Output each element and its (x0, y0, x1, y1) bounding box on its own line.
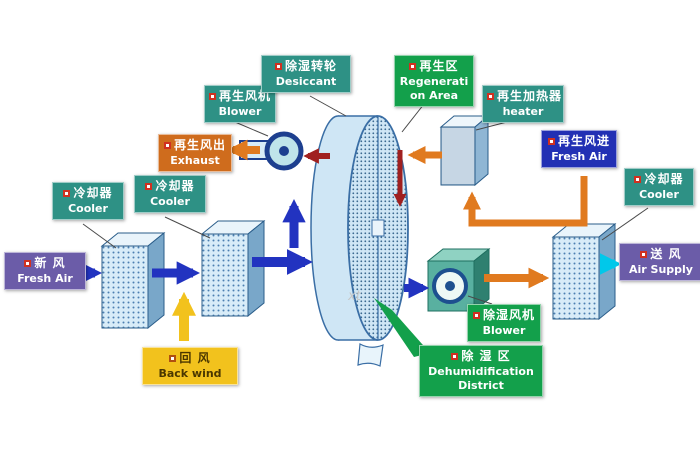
label-fresh-air-inlet: 新 风 Fresh Air (4, 252, 86, 290)
label-air-supply: 送 风 Air Supply (619, 243, 700, 281)
label-desiccant-wheel: 除湿转轮 Desiccant (261, 55, 351, 93)
process-cooler-1 (101, 232, 165, 329)
label-cooler-1: 冷却器 Cooler (52, 182, 124, 220)
label-exhaust: 再生风出 Exhaust (158, 134, 232, 172)
label-cooler-3: 冷却器 Cooler (624, 168, 694, 206)
label-dehumidification-district: 除 湿 区 Dehumidification District (419, 345, 543, 398)
label-marker-icon (145, 183, 153, 190)
desiccant-wheel (310, 115, 409, 367)
label-marker-icon (487, 93, 494, 100)
label-marker-icon (209, 93, 216, 100)
process-cooler-2 (201, 220, 265, 317)
label-regeneration-area: 再生区 Regeneration Area (394, 55, 474, 108)
hot-air-arrows (303, 148, 407, 207)
label-marker-icon (274, 63, 282, 70)
label-regeneration-heater: 再生加热器 heater (482, 85, 564, 123)
label-marker-icon (24, 260, 32, 267)
label-back-wind: 回 风 Back wind (142, 347, 238, 385)
supply-cooler-3 (552, 223, 616, 320)
label-cooler-2: 冷却器 Cooler (134, 175, 206, 213)
label-dehumidification-blower: 除湿风机 Blower (467, 304, 541, 342)
dehumidification-district-pointer (374, 298, 430, 357)
label-marker-icon (472, 312, 480, 319)
label-marker-icon (451, 353, 459, 360)
label-marker-icon (547, 138, 555, 145)
label-regeneration-fresh-air: 再生风进 Fresh Air (541, 130, 617, 168)
label-marker-icon (409, 63, 417, 70)
leader-lines (82, 95, 649, 305)
label-marker-icon (169, 355, 177, 362)
label-marker-icon (63, 190, 71, 197)
label-marker-icon (163, 142, 171, 149)
dehumidification-blower-fan (426, 247, 491, 313)
regeneration-heater-unit (439, 114, 490, 187)
wheel-drive-belt (357, 343, 384, 367)
watermark: xt (347, 289, 362, 304)
label-marker-icon (634, 176, 642, 183)
regeneration-air-arrows (226, 139, 588, 289)
label-marker-icon (640, 251, 648, 258)
